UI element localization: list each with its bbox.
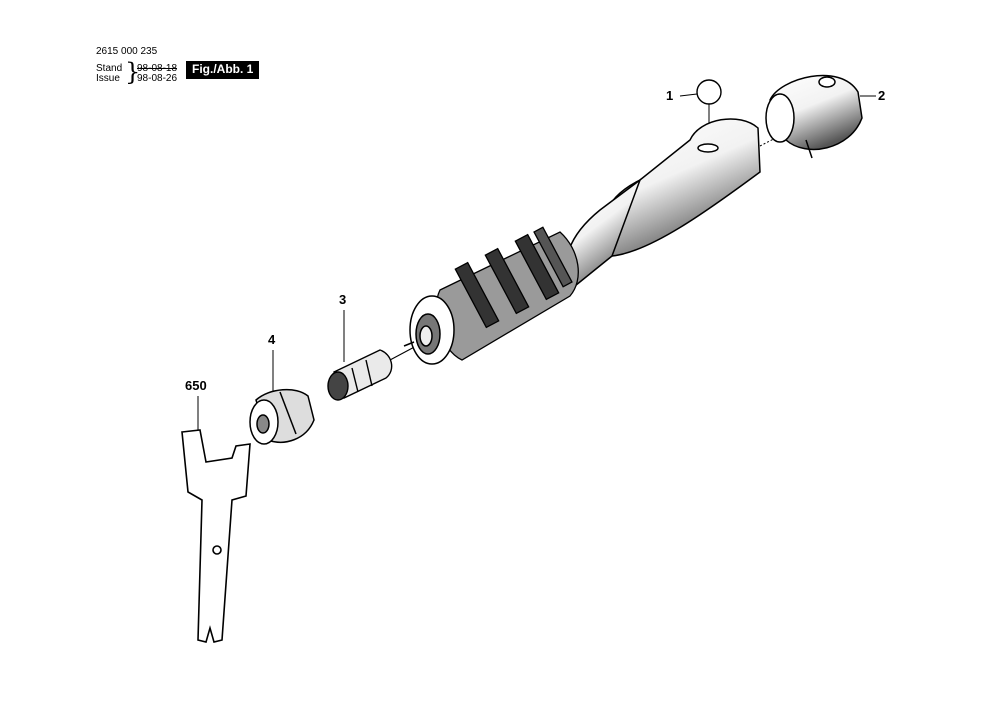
callout-1: 1 [666, 88, 674, 103]
date-brace: } [125, 58, 141, 86]
ball-part-1 [696, 79, 722, 105]
figure-label-badge: Fig./Abb. 1 [186, 61, 260, 79]
collet-part-3 [327, 349, 393, 401]
stand-label: Stand [96, 63, 123, 74]
leader-line-1 [679, 93, 698, 97]
front-flange [403, 295, 455, 365]
wrench-part-650 [181, 429, 251, 643]
callout-2: 2 [878, 88, 886, 103]
stand-date: 98-08-18 [137, 63, 178, 74]
issue-label: Issue [96, 73, 120, 84]
callout-4: 4 [268, 332, 276, 347]
handle-body [565, 118, 761, 292]
callout-3: 3 [339, 292, 347, 307]
sleeve-part-2 [765, 74, 863, 159]
collet-nut-part-4 [249, 388, 315, 445]
callout-650: 650 [185, 378, 207, 393]
issue-date: 98-08-26 [137, 73, 178, 84]
knurled-grip [435, 226, 579, 361]
part-number: 2615 000 235 [96, 46, 158, 57]
